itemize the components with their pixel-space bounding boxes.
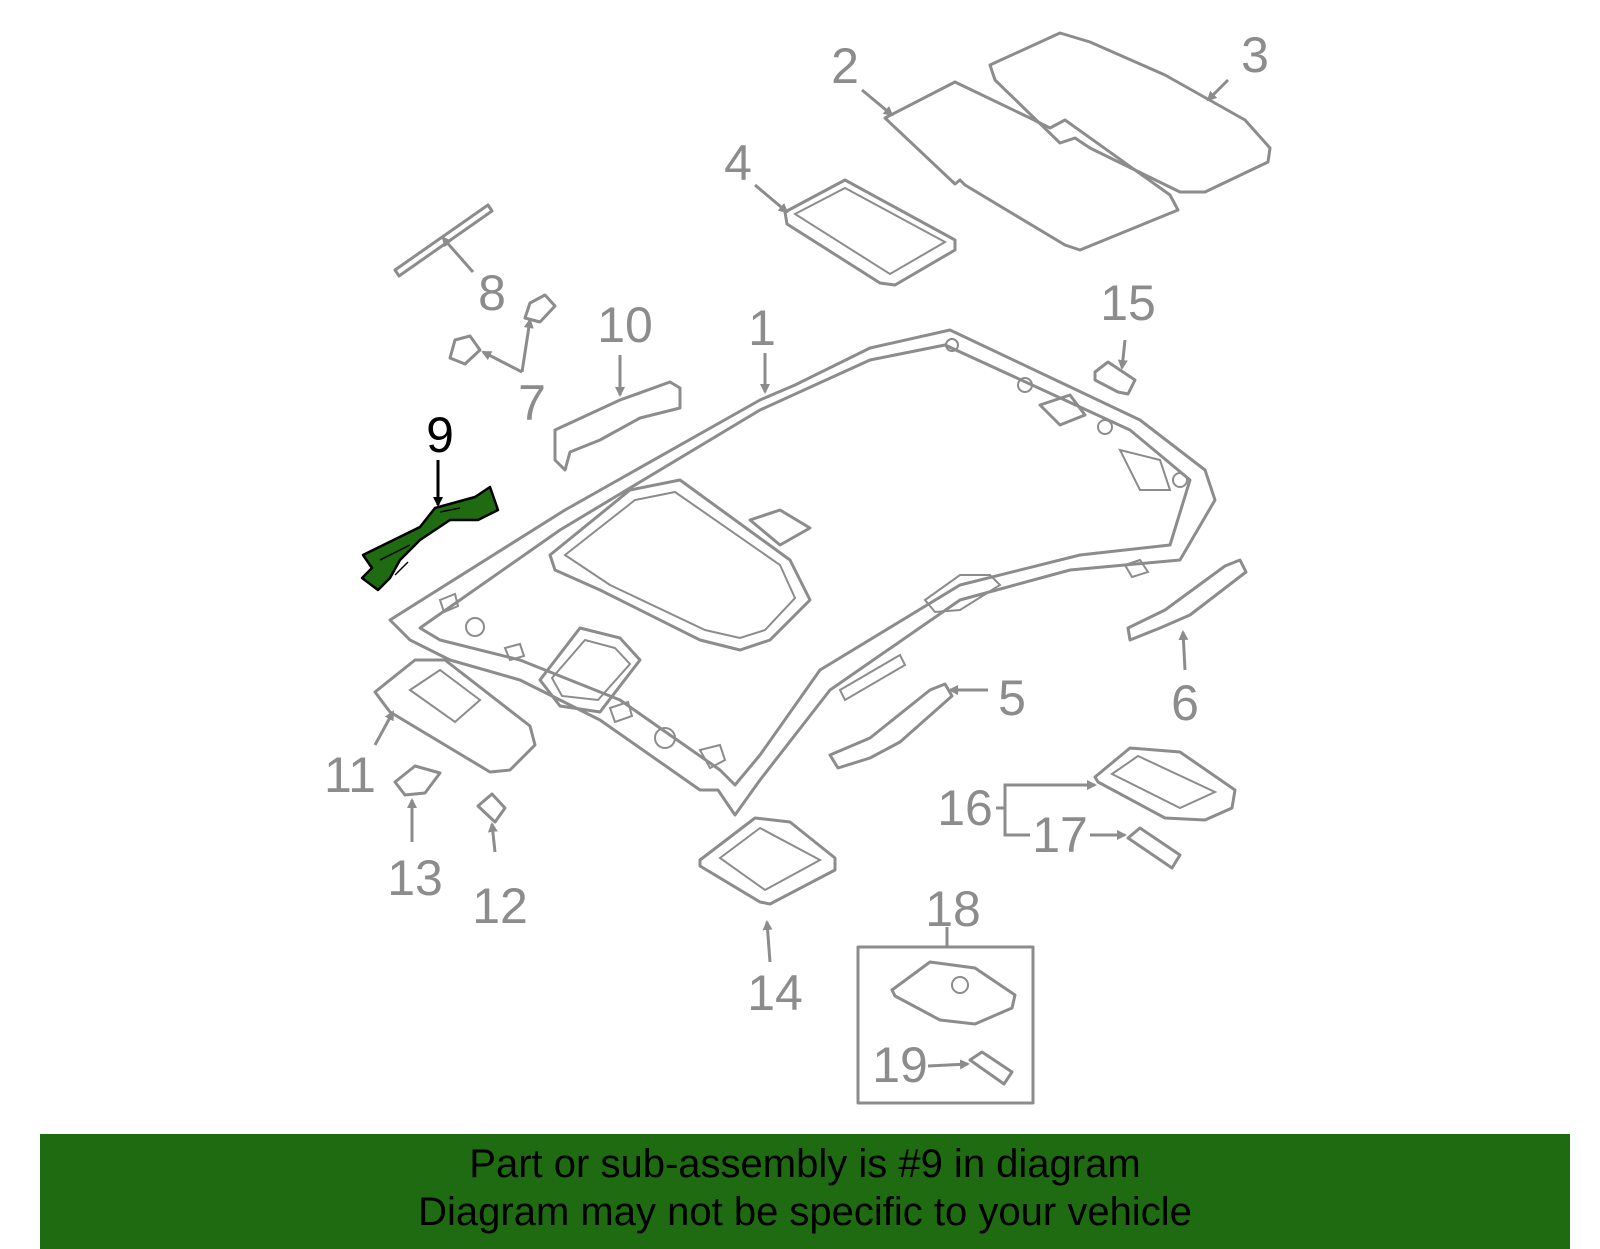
- holder-part-12: [476, 792, 507, 824]
- sun-visor-part: [373, 658, 537, 774]
- leader-lines: [373, 78, 1230, 1070]
- bulb-part-17: [1126, 826, 1182, 870]
- callout-15: 15: [1100, 275, 1156, 331]
- callout-2: 2: [831, 38, 859, 94]
- parts-diagram: 1 2 3 4 5 6 7 8 9 10 11 12 13 14 15 16 1…: [324, 27, 1272, 1105]
- bracket-part-10: [553, 380, 682, 472]
- dome-lamp-part-14: [698, 816, 837, 906]
- callout-6: 6: [1171, 675, 1199, 731]
- headliner-part: [388, 328, 1217, 817]
- callout-3: 3: [1241, 27, 1269, 83]
- callout-10: 10: [597, 297, 653, 353]
- map-lamp-part-16: [1093, 746, 1237, 822]
- callout-19: 19: [872, 1037, 928, 1093]
- grab-handle-part-6: [1126, 558, 1248, 642]
- holder-part-13: [393, 764, 442, 797]
- bulb-part-15: [1093, 360, 1137, 396]
- grab-handle-part-5: [828, 682, 954, 770]
- callout-11: 11: [324, 747, 376, 803]
- bulb-part-19: [968, 1050, 1014, 1086]
- callout-labels: 1 2 3 4 5 6 7 8 9 10 11 12 13 14 15 16 1…: [324, 27, 1269, 1093]
- callout-8: 8: [478, 265, 506, 321]
- callout-18: 18: [925, 881, 981, 937]
- trim-strip-part: [393, 203, 494, 278]
- panel-part-2: [883, 80, 1180, 252]
- banner-line-1: Part or sub-assembly is #9 in diagram: [469, 1142, 1141, 1186]
- callout-12: 12: [472, 878, 528, 934]
- bracket-part-9-highlighted: [360, 485, 500, 592]
- callout-9: 9: [426, 407, 454, 463]
- banner-line-2: Diagram may not be specific to your vehi…: [418, 1190, 1192, 1234]
- sunroof-seal-part: [783, 178, 957, 287]
- callout-4: 4: [724, 135, 752, 191]
- info-banner: Part or sub-assembly is #9 in diagram Di…: [40, 1134, 1570, 1249]
- lamp-part-18: [890, 960, 1017, 1026]
- callout-14: 14: [747, 965, 803, 1021]
- callout-17: 17: [1032, 807, 1088, 863]
- callout-16: 16: [937, 780, 993, 836]
- callout-13: 13: [387, 850, 443, 906]
- callout-7: 7: [518, 375, 546, 431]
- clip-parts: [448, 293, 557, 366]
- callout-1: 1: [748, 300, 776, 356]
- callout-5: 5: [998, 670, 1026, 726]
- panel-part-3: [988, 31, 1272, 194]
